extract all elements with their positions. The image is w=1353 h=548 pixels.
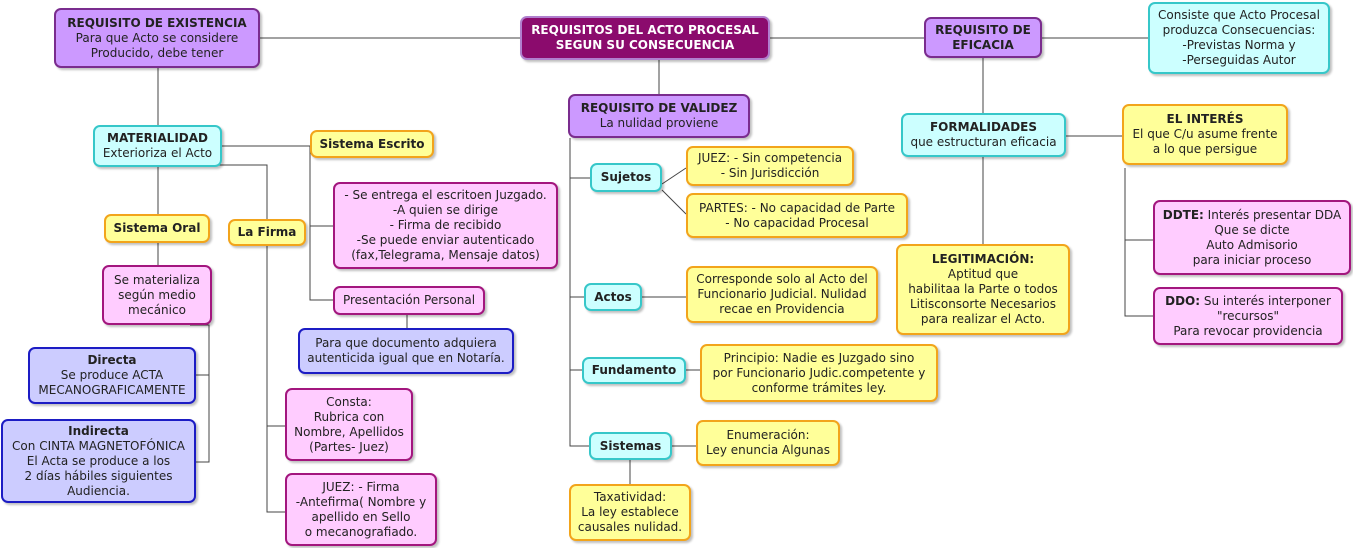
ddte-text-rest: Que se dicte Auto Admisorio para iniciar… [1192, 222, 1312, 267]
legitimacion-node: LEGITIMACIÓN: Aptitud que habilitaa la P… [896, 244, 1070, 335]
formalidades-title: FORMALIDADES [929, 120, 1038, 134]
sistemas-taxatividad-node: Taxatividad: La ley establece causales n… [569, 484, 691, 541]
firma-consta-text: Consta: Rubrica con Nombre, Apellidos (P… [294, 394, 404, 454]
sistemas-taxatividad-text: Taxatividad: La ley establece causales n… [577, 490, 683, 534]
presentacion-detalle-text: Para que documento adquiera autenticida … [307, 336, 505, 365]
formalidades-text: que estructuran eficacia [910, 135, 1057, 149]
ddte-node: DDTE: Interés presentar DDA Que se dicte… [1153, 200, 1351, 275]
juez-sujetos-text: JUEZ: - Sin competencia - Sin Jurisdicci… [697, 151, 843, 180]
eficacia-title: REQUISITO DE EFICACIA [935, 22, 1031, 52]
oral-detalle-text: Se materializa según medio mecánico [114, 272, 200, 317]
la-firma-node: La Firma [228, 219, 306, 246]
presentacion-detalle-node: Para que documento adquiera autenticida … [298, 328, 514, 374]
sistemas-enumeracion-text: Enumeración: Ley enuncia Algunas [705, 428, 831, 457]
ddo-text-rest: "recursos" Para revocar providencia [1173, 308, 1323, 338]
existencia-title: REQUISITO DE EXISTENCIA [67, 15, 247, 30]
sistema-escrito-title: Sistema Escrito [319, 136, 425, 151]
escrito-detalle-node: - Se entrega el escritoen Juzgado. -A qu… [333, 182, 558, 269]
actos-node: Actos [584, 283, 642, 311]
ddte-text-first: Interés presentar DDA [1203, 207, 1342, 222]
actos-detalle-node: Corresponde solo al Acto del Funcionario… [686, 266, 878, 323]
sistemas-enumeracion-node: Enumeración: Ley enuncia Algunas [696, 420, 840, 466]
existencia-node: REQUISITO DE EXISTENCIA Para que Acto se… [54, 8, 260, 68]
firma-juez-node: JUEZ: - Firma -Antefirma( Nombre y apell… [285, 473, 437, 546]
fundamento-detalle-node: Principio: Nadie es Juzgado sino por Fun… [700, 344, 938, 402]
validez-text: La nulidad proviene [599, 116, 719, 130]
sistema-escrito-node: Sistema Escrito [310, 130, 434, 158]
presentacion-text: Presentación Personal [342, 293, 476, 307]
eficacia-node: REQUISITO DE EFICACIA [924, 17, 1042, 58]
ddo-text-first: Su interés interponer [1200, 293, 1331, 308]
oral-detalle-node: Se materializa según medio mecánico [102, 265, 212, 325]
la-firma-title: La Firma [237, 225, 297, 239]
ddte-first-line: DDTE: Interés presentar DDA [1163, 208, 1341, 223]
actos-title: Actos [594, 289, 632, 304]
ddo-title: DDO: [1165, 293, 1201, 308]
actos-detalle-text: Corresponde solo al Acto del Funcionario… [696, 272, 868, 316]
sistema-oral-title: Sistema Oral [113, 221, 201, 235]
legitimacion-text: Aptitud que habilitaa la Parte o todos L… [908, 267, 1058, 326]
eficacia-definition-text: Consiste que Acto Procesal produzca Cons… [1158, 8, 1320, 67]
interes-node: EL INTERÉS El que C/u asume frente a lo … [1122, 104, 1288, 165]
ddo-node: DDO: Su interés interponer "recursos" Pa… [1153, 287, 1343, 345]
central-node: REQUISITOS DEL ACTO PROCESAL SEGUN SU CO… [520, 16, 770, 60]
presentacion-node: Presentación Personal [333, 286, 485, 315]
juez-sujetos-node: JUEZ: - Sin competencia - Sin Jurisdicci… [686, 146, 854, 186]
directa-node: Directa Se produce ACTA MECANOGRAFICAMEN… [28, 347, 196, 404]
sistemas-title: Sistemas [599, 438, 662, 453]
sujetos-title: Sujetos [600, 170, 652, 184]
sistema-oral-node: Sistema Oral [104, 214, 210, 243]
indirecta-title: Indirecta [68, 423, 129, 438]
firma-juez-text: JUEZ: - Firma -Antefirma( Nombre y apell… [295, 479, 427, 539]
ddo-first-line: DDO: Su interés interponer [1165, 294, 1331, 309]
fundamento-title: Fundamento [591, 363, 677, 377]
materialidad-node: MATERIALIDAD Exterioriza el Acto [93, 125, 222, 167]
directa-text: Se produce ACTA MECANOGRAFICAMENTE [38, 368, 186, 397]
directa-title: Directa [87, 353, 137, 367]
formalidades-node: FORMALIDADES que estructuran eficacia [901, 113, 1066, 157]
sujetos-node: Sujetos [590, 163, 662, 192]
eficacia-definition-node: Consiste que Acto Procesal produzca Cons… [1148, 2, 1330, 74]
partes-sujetos-node: PARTES: - No capacidad de Parte - No cap… [686, 193, 908, 238]
legitimacion-title: LEGITIMACIÓN: [931, 252, 1035, 266]
existencia-text: Para que Acto se considere Producido, de… [75, 30, 239, 60]
materialidad-title: MATERIALIDAD [107, 131, 208, 145]
interes-title: EL INTERÉS [1166, 112, 1244, 126]
validez-node: REQUISITO DE VALIDEZ La nulidad proviene [568, 94, 750, 138]
validez-title: REQUISITO DE VALIDEZ [580, 101, 738, 115]
materialidad-text: Exterioriza el Acto [102, 146, 213, 160]
ddte-title: DDTE: [1162, 207, 1204, 222]
central-title: REQUISITOS DEL ACTO PROCESAL SEGUN SU CO… [531, 23, 759, 52]
indirecta-node: Indirecta Con CINTA MAGNETOFÓNICA El Act… [1, 419, 196, 503]
indirecta-text: Con CINTA MAGNETOFÓNICA El Acta se produ… [12, 438, 185, 498]
interes-text: El que C/u asume frente a lo que persigu… [1132, 127, 1278, 156]
sistemas-node: Sistemas [589, 432, 672, 460]
firma-consta-node: Consta: Rubrica con Nombre, Apellidos (P… [285, 388, 413, 461]
fundamento-detalle-text: Principio: Nadie es Juzgado sino por Fun… [712, 350, 926, 395]
partes-sujetos-text: PARTES: - No capacidad de Parte - No cap… [699, 200, 895, 230]
escrito-detalle-text: - Se entrega el escritoen Juzgado. -A qu… [344, 188, 547, 262]
fundamento-node: Fundamento [582, 357, 686, 384]
